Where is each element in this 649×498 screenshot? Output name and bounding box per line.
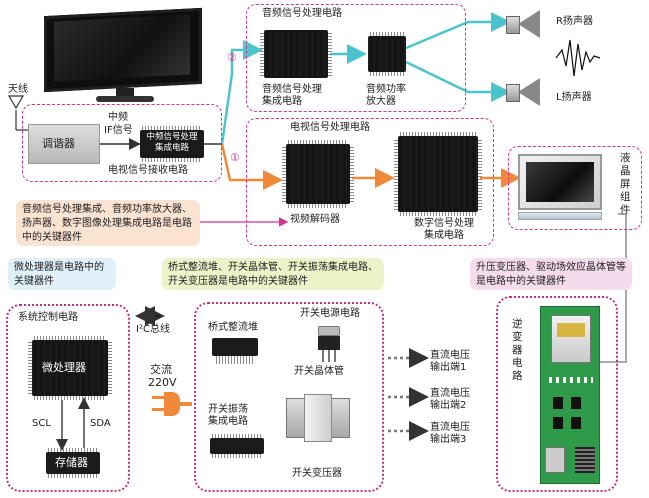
audio-ic-label: 音频信号处理 集成电路 (262, 84, 322, 107)
note-inverter: 升压变压器、驱动场效应晶体管等是电路中的关键器件 (470, 258, 632, 290)
audio-amp-label: 音频功率 放大器 (366, 84, 406, 107)
microprocessor-label: 微处理器 (42, 361, 86, 374)
video-circuit-label: 电视信号处理电路 (290, 122, 370, 133)
bridge-rectifier-label: 桥式整流堆 (208, 322, 258, 333)
speaker-r-icon (506, 10, 546, 38)
dc-output-3-label: 直流电压 输出端3 (430, 422, 470, 445)
i2c-bus-label: I²C总线 (136, 324, 170, 335)
scl-label: SCL (32, 418, 51, 429)
note-key-audio-video: 音频信号处理集成、音频功率放大器、扬声器、数字图像处理集成电路是电路中的关键器件 (16, 200, 200, 246)
switch-transistor-icon (318, 326, 340, 362)
tuner-label: 调谐器 (42, 137, 75, 150)
audio-ic-chip (264, 30, 328, 78)
ac-label-1: 交流 (150, 363, 172, 376)
memory-label: 存储器 (55, 456, 88, 469)
antenna-label: 天线 (8, 84, 28, 95)
switch-osc-ic-chip (210, 438, 264, 454)
path-marker-2: ② (227, 51, 237, 64)
inverter-circuit-label: 逆变器电路 (512, 318, 523, 382)
lcd-panel-box (508, 146, 642, 230)
audio-circuit-box (246, 4, 466, 112)
digital-ic-chip (398, 136, 478, 212)
if-chip-label: 中频信号处理 集成电路 (146, 132, 198, 153)
note-microprocessor: 微处理器是电路中的关键器件 (8, 258, 116, 290)
sda-label: SDA (90, 418, 111, 429)
digital-ic-label: 数字信号处理 集成电路 (414, 218, 474, 241)
tv-receive-circuit-box (22, 104, 222, 182)
switch-transistor-label: 开关晶体管 (294, 366, 344, 377)
tv-receive-circuit-label: 电视信号接收电路 (108, 165, 188, 176)
system-control-box (6, 304, 130, 492)
video-decoder-chip (286, 144, 350, 204)
video-decoder-label: 视频解码器 (290, 214, 340, 225)
switch-osc-ic-label: 开关振荡 集成电路 (208, 404, 248, 427)
inverter-circuit-box (496, 296, 618, 492)
lcd-panel-label: 液晶屏组件 (620, 152, 631, 216)
audio-circuit-label: 音频信号处理电路 (262, 8, 342, 19)
if-label-top: 中频 (108, 112, 128, 123)
speaker-l-label: L扬声器 (556, 92, 592, 103)
speaker-l-icon (506, 78, 546, 106)
dc-output-1-label: 直流电压 输出端1 (430, 350, 470, 373)
note-power-supply: 桥式整流堆、开关晶体管、开关振荡集成电路、开关变压器是电路中的关键器件 (162, 258, 384, 290)
switch-transformer-label: 开关变压器 (292, 468, 342, 479)
power-circuit-box (194, 302, 384, 492)
bridge-rectifier-chip (212, 338, 258, 356)
if-processing-chip: 中频信号处理 集成电路 (140, 130, 204, 158)
memory-chip: 存储器 (46, 452, 100, 474)
path-marker-1: ① (230, 151, 240, 164)
lcd-panel-image (518, 154, 602, 210)
video-circuit-box (246, 118, 494, 246)
inverter-board-image (540, 306, 600, 484)
power-circuit-label: 开关电源电路 (300, 308, 360, 319)
ac-plug-icon (152, 392, 192, 416)
if-label-bottom: IF信号 (104, 125, 133, 136)
speaker-r-label: R扬声器 (556, 16, 593, 27)
audio-amp-chip (368, 36, 406, 72)
microprocessor-chip: 微处理器 (32, 340, 108, 396)
lcd-tv-image (44, 7, 202, 104)
ac-label-2: 220V (148, 376, 177, 389)
switch-transformer-icon (286, 394, 350, 444)
dc-output-2-label: 直流电压 输出端2 (430, 388, 470, 411)
system-control-label: 系统控制电路 (18, 312, 78, 323)
tuner-block: 调谐器 (28, 124, 100, 164)
